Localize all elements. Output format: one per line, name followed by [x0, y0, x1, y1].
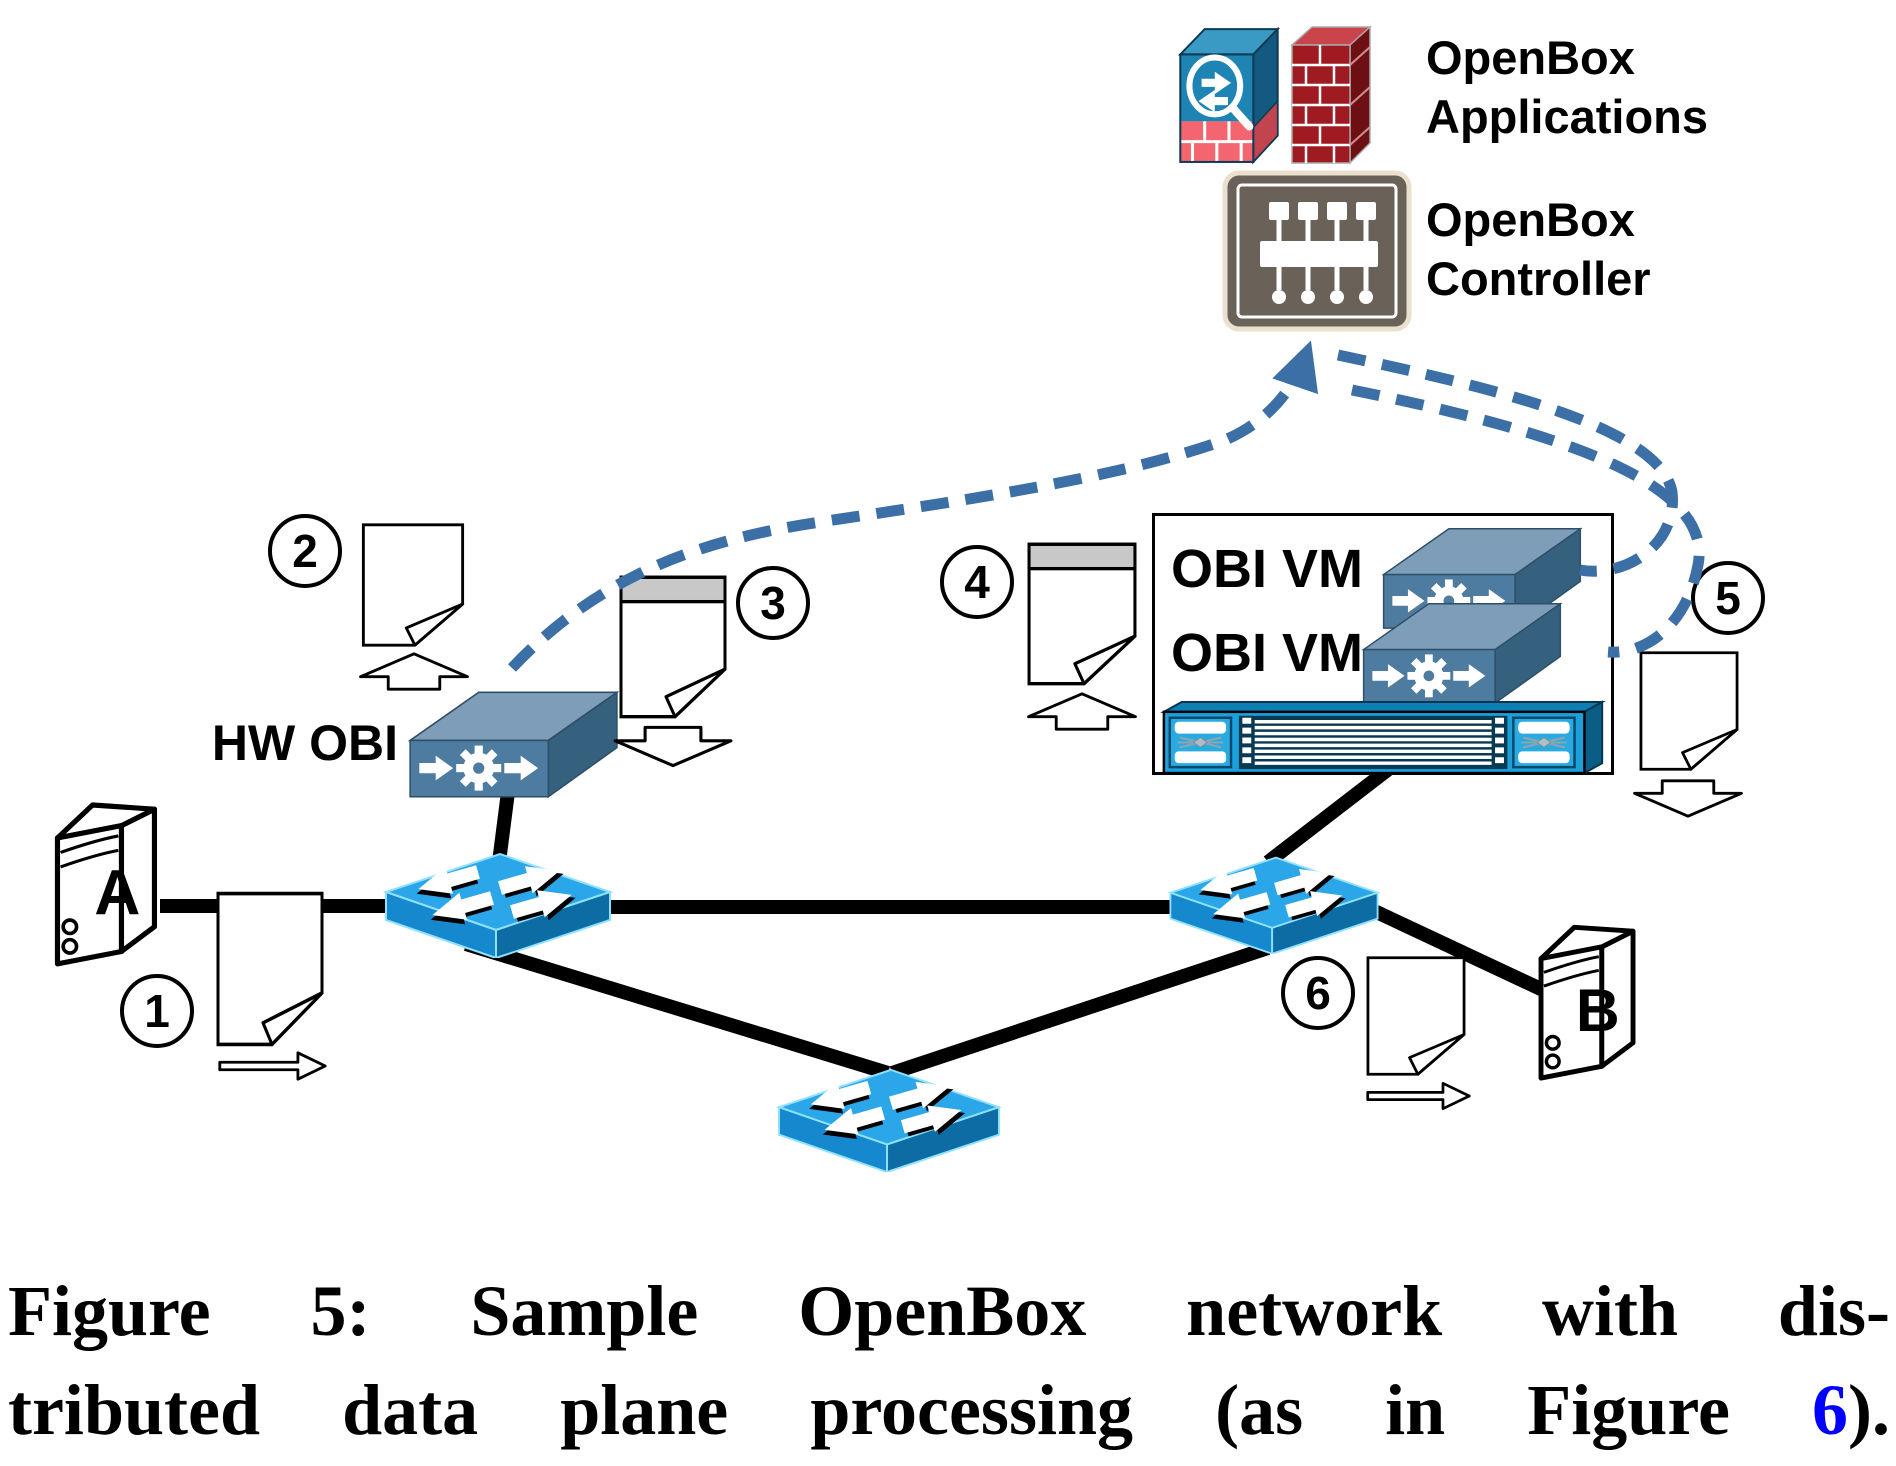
packet-2-up-arrow-icon: [354, 650, 474, 692]
packet-2-badge: 2: [268, 514, 342, 588]
figure-caption: Figure 5: Sample OpenBox network with di…: [8, 1262, 1890, 1460]
caption-word: Figure: [8, 1271, 211, 1351]
packet-5-number: 5: [1715, 572, 1741, 624]
packet-6-number: 6: [1305, 967, 1331, 1019]
caption-word: network: [1186, 1271, 1443, 1351]
controller-icon: [1222, 170, 1412, 332]
packet-3-number: 3: [760, 577, 786, 629]
packet-4-badge: 4: [940, 545, 1014, 619]
obi-vm-2-label: OBI VM: [1171, 623, 1364, 683]
host-a-icon: A: [44, 772, 170, 968]
packet-4-up-arrow-icon: [1021, 690, 1143, 732]
caption-word: plane: [560, 1370, 729, 1450]
apps-label-line2: Applications: [1426, 90, 1709, 143]
packet-6-badge: 6: [1281, 956, 1355, 1030]
obi-vm-box: OBI VM OBI VM: [1152, 513, 1614, 775]
caption-word: Sample: [470, 1271, 699, 1351]
rack-server-icon: [1159, 700, 1611, 777]
host-b-label: B: [1576, 976, 1620, 1044]
caption-word: with: [1542, 1271, 1679, 1351]
packet-1-badge: 1: [120, 974, 194, 1048]
packet-1-doc-icon: [215, 890, 325, 1048]
controller-label-line1: OpenBox: [1426, 193, 1635, 246]
controller-label: OpenBox Controller: [1426, 190, 1651, 308]
host-b-icon: B: [1528, 896, 1648, 1082]
hw-obi-device-icon: [405, 684, 620, 802]
switch-right-icon: [1163, 850, 1385, 954]
caption-word: 6).: [1812, 1361, 1890, 1460]
caption-word: 5:: [310, 1271, 371, 1351]
figure-6-link[interactable]: 6: [1812, 1370, 1849, 1450]
figure-diagram: A B HW OBI OBI VM OBI VM OpenBox Applica…: [0, 0, 1765, 1240]
caption-word: processing: [810, 1370, 1134, 1450]
obi-vm-2-icon: [1347, 596, 1575, 708]
packet-5-badge: 5: [1691, 561, 1765, 635]
switch-bottom-icon: [770, 1062, 1008, 1172]
obi-vm-1-label: OBI VM: [1171, 539, 1364, 599]
dpi-app-icon: [1176, 22, 1284, 166]
apps-label-line1: OpenBox: [1426, 31, 1635, 84]
host-a-label: A: [94, 856, 140, 928]
packet-6-right-arrow-icon: [1365, 1080, 1472, 1112]
caption-line-2: tributed data plane processing (as in Fi…: [8, 1361, 1890, 1460]
network-links: [160, 762, 1563, 1080]
switch-left-icon: [378, 846, 618, 958]
caption-word: tributed: [8, 1370, 260, 1450]
packet-2-number: 2: [292, 525, 318, 577]
packet-3-badge: 3: [736, 566, 810, 640]
caption-line-1: Figure 5: Sample OpenBox network with di…: [8, 1262, 1890, 1361]
packet-6-doc-icon: [1365, 955, 1467, 1077]
packet-5-down-arrow-icon: [1626, 778, 1750, 820]
controller-label-line2: Controller: [1426, 252, 1651, 305]
packet-2-doc-icon: [358, 522, 468, 648]
caption-period: ).: [1848, 1370, 1890, 1450]
apps-label: OpenBox Applications: [1426, 28, 1708, 146]
caption-word: data: [342, 1370, 479, 1450]
caption-word: Figure: [1527, 1370, 1730, 1450]
packet-1-number: 1: [144, 985, 170, 1037]
packet-1-right-arrow-icon: [215, 1050, 330, 1082]
caption-word: OpenBox: [798, 1271, 1087, 1351]
firewall-app-icon: [1288, 22, 1374, 166]
packet-4-number: 4: [964, 556, 990, 608]
packet-3-doc-icon: [618, 574, 728, 720]
hw-obi-label: HW OBI: [211, 715, 398, 771]
packet-5-doc-icon: [1635, 650, 1743, 772]
packet-4-doc-icon: [1026, 541, 1138, 687]
caption-word: dis-: [1777, 1271, 1890, 1351]
caption-word: in: [1385, 1370, 1446, 1450]
packet-3-down-arrow-icon: [611, 724, 735, 770]
caption-word: (as: [1215, 1370, 1304, 1450]
